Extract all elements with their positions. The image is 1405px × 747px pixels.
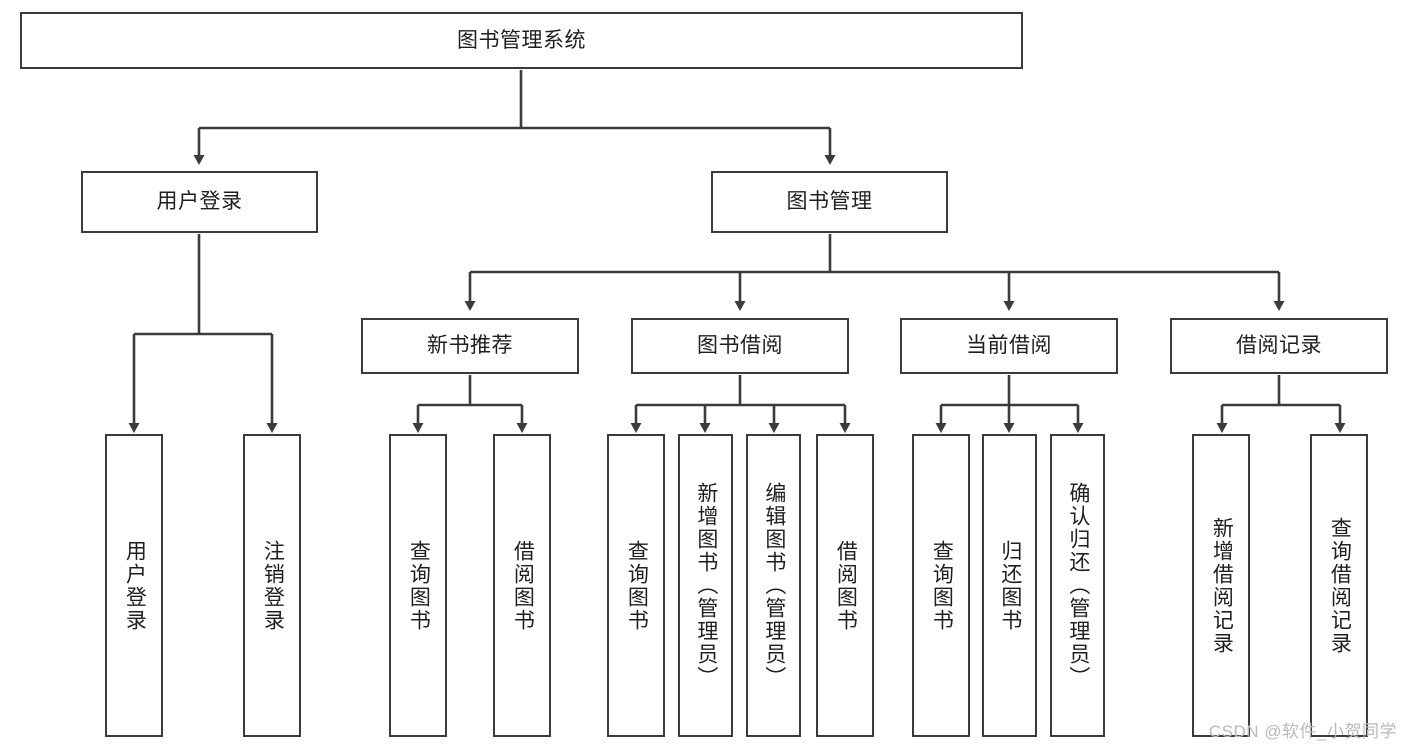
leaf-user-logout[interactable]: 注销登录 <box>243 434 301 737</box>
leaf-label: 借阅图书 <box>511 539 535 632</box>
leaf-label: 编辑图书（管理员） <box>762 482 786 689</box>
node-root[interactable]: 图书管理系统 <box>20 12 1023 69</box>
leaf-label: 确认归还（管理员） <box>1066 482 1090 689</box>
leaf-query-book-borrow[interactable]: 查询图书 <box>607 434 665 737</box>
leaf-query-borrow-record[interactable]: 查询借阅记录 <box>1310 434 1368 737</box>
node-current-borrow[interactable]: 当前借阅 <box>900 318 1118 374</box>
leaf-edit-book[interactable]: 编辑图书（管理员） <box>746 434 801 737</box>
node-book-borrow[interactable]: 图书借阅 <box>631 318 849 374</box>
leaf-borrow-book-borrow[interactable]: 借阅图书 <box>816 434 874 737</box>
leaf-query-book-recommend[interactable]: 查询图书 <box>389 434 447 737</box>
leaf-label: 新增图书（管理员） <box>694 482 718 689</box>
leaf-label: 借阅图书 <box>834 539 858 632</box>
leaf-label: 查询借阅记录 <box>1328 516 1352 655</box>
leaf-add-borrow-record[interactable]: 新增借阅记录 <box>1192 434 1250 737</box>
leaf-borrow-book-recommend[interactable]: 借阅图书 <box>493 434 551 737</box>
node-new-book-recommend[interactable]: 新书推荐 <box>361 318 579 374</box>
leaf-confirm-return[interactable]: 确认归还（管理员） <box>1050 434 1105 737</box>
leaf-label: 查询图书 <box>407 539 431 632</box>
node-user-login[interactable]: 用户登录 <box>81 171 318 233</box>
node-borrow-record[interactable]: 借阅记录 <box>1170 318 1388 374</box>
leaf-user-login[interactable]: 用户登录 <box>105 434 163 737</box>
leaf-add-book[interactable]: 新增图书（管理员） <box>678 434 733 737</box>
leaf-label: 查询图书 <box>625 539 649 632</box>
leaf-label: 新增借阅记录 <box>1210 516 1234 655</box>
watermark-text: CSDN @软件_小贺同学 <box>1208 722 1397 741</box>
leaf-label: 用户登录 <box>123 539 147 632</box>
leaf-return-book[interactable]: 归还图书 <box>982 434 1037 737</box>
node-book-management[interactable]: 图书管理 <box>711 171 948 233</box>
leaf-label: 注销登录 <box>261 539 285 632</box>
leaf-label: 归还图书 <box>998 539 1022 632</box>
leaf-label: 查询图书 <box>930 539 954 632</box>
leaf-query-book-current[interactable]: 查询图书 <box>912 434 970 737</box>
